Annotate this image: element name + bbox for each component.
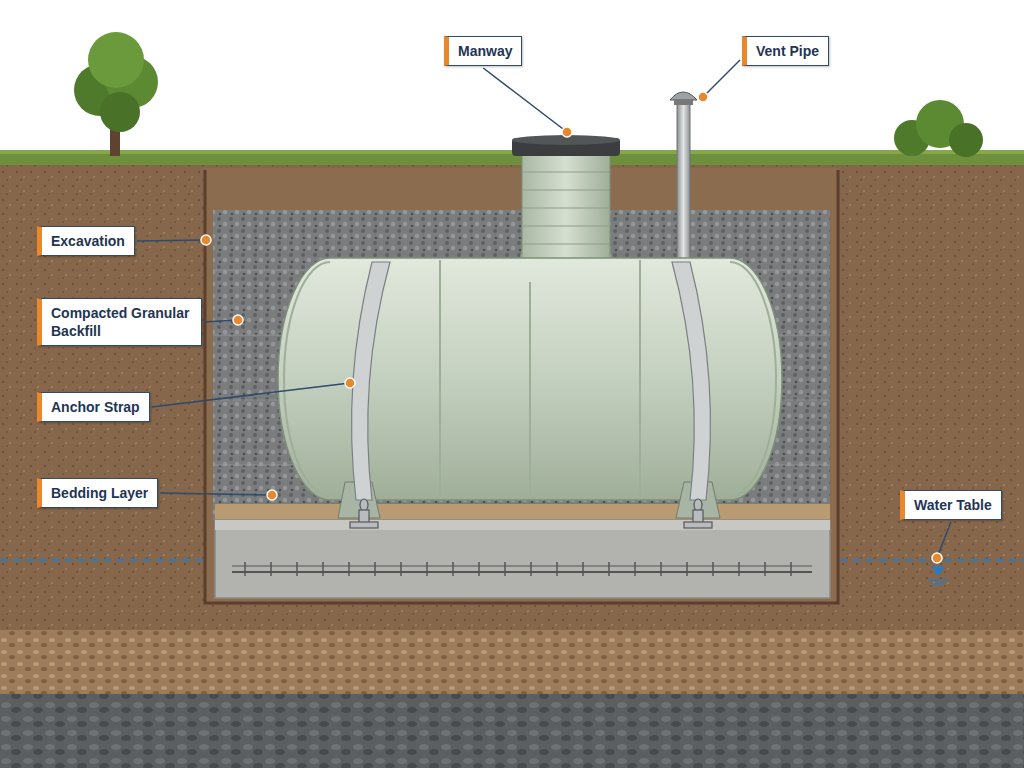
leader-line [483,68,567,132]
rebar-tie [504,562,506,576]
part-name: Manway [458,42,512,60]
rebar-tie [478,562,480,576]
leader-dot [345,378,355,388]
rebar-tie [738,562,740,576]
leader-line [937,522,951,558]
rebar-tie [556,562,558,576]
part-name: Excavation [51,232,125,250]
callout-label: Manway [444,36,522,66]
rebar-tie [582,562,584,576]
callout-label: Water Table [900,490,1002,520]
leader-line [137,240,206,241]
rebar-tie [634,562,636,576]
part-name: Vent Pipe [756,42,819,60]
part-name: Bedding Layer [51,484,148,502]
rebar-tie [790,562,792,576]
part-name: Water Table [914,496,992,514]
leader-dot [201,235,211,245]
callout-label: Bedding Layer [37,478,158,508]
rebar-tie [686,562,688,576]
rebar-tie [400,562,402,576]
leader-dot [267,490,277,500]
rebar-tie [712,562,714,576]
leader-dot [562,127,572,137]
rebar-tie [374,562,376,576]
rebar-tie [660,562,662,576]
rebar-tie [452,562,454,576]
rebar-tie [426,562,428,576]
callout-label: Excavation [37,226,135,256]
rebar-tie [348,562,350,576]
leader-dot [698,92,708,102]
callout-label: Anchor Strap [37,392,150,422]
rebar-tie [296,562,298,576]
callout-label: Compacted Granular Backfill [37,298,202,346]
leader-dot [233,315,243,325]
rebar-tie [764,562,766,576]
part-name: Anchor Strap [51,398,140,416]
rebar-tie [244,562,246,576]
rebar-tie [270,562,272,576]
leader-line [152,383,350,407]
part-name: Compacted Granular Backfill [51,304,192,340]
leader-dot [932,553,942,563]
rebar-tie [322,562,324,576]
callout-label: Vent Pipe [742,36,829,66]
leader-line [160,493,272,495]
rebar-tie [530,562,532,576]
rebar-tie [608,562,610,576]
leader-line [703,60,740,97]
